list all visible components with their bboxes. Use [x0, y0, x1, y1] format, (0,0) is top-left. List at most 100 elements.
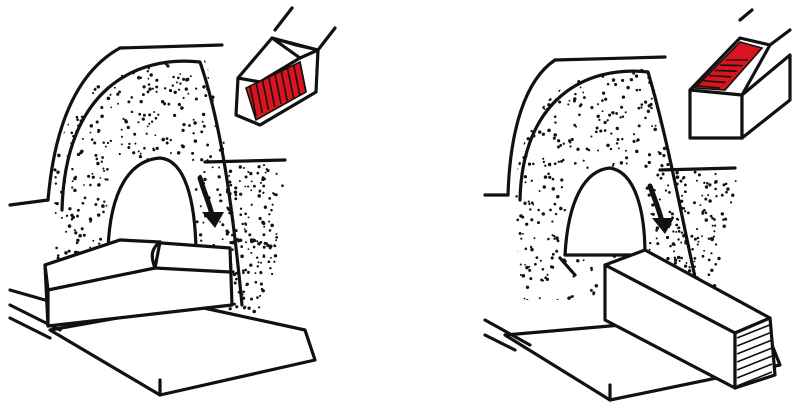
wheel-grain [571, 138, 574, 141]
wheel-grain [532, 110, 535, 113]
wheel-grain [686, 145, 689, 148]
wheel-grain [248, 216, 250, 218]
wheel-grain [56, 170, 59, 173]
wheel-grain [590, 289, 593, 292]
wheel-grain [59, 110, 62, 113]
wheel-grain [244, 212, 247, 215]
wheel-grain [656, 242, 659, 245]
wheel-grain [235, 157, 238, 160]
wheel-grain [672, 142, 674, 144]
wheel-grain [569, 145, 571, 147]
wheel-grain [552, 234, 554, 236]
wheel-grain [214, 125, 216, 127]
wheel-grain [694, 261, 696, 263]
wheel-grain [671, 114, 674, 117]
wheel-grain [75, 131, 77, 133]
wheel-grain [686, 151, 690, 155]
wheel-grain [165, 63, 168, 66]
wheel-grain [84, 197, 87, 200]
wheel-grain [89, 132, 91, 134]
wheel-grain [200, 205, 202, 207]
wheel-grain [109, 94, 111, 96]
wheel-grain [231, 116, 234, 119]
wheel-grain [96, 120, 99, 123]
wheel-grain [223, 142, 225, 144]
wheel-grain [164, 87, 166, 89]
wheel-grain [230, 207, 232, 209]
wheel-grain [686, 200, 689, 203]
wheel-grain [680, 200, 683, 203]
wheel-grain [547, 238, 550, 241]
wheel-grain [107, 97, 111, 101]
wheel-grain [573, 124, 576, 127]
wheel-grain [560, 178, 563, 181]
wheel-grain [55, 182, 57, 184]
wheel-grain [630, 78, 633, 81]
wheel-grain [240, 254, 244, 258]
wheel-grain [157, 114, 159, 116]
wheel-grain [668, 104, 670, 106]
wheel-grain [673, 121, 675, 123]
wheel-grain [263, 246, 266, 249]
wheel-grain [97, 85, 100, 88]
wheel-grain [647, 77, 649, 79]
wheel-grain [142, 93, 145, 96]
wheel-grain [140, 100, 143, 103]
wheel-grain [697, 244, 699, 246]
wheel-grain [221, 223, 224, 226]
wheel-grain [532, 134, 535, 137]
wheel-grain [230, 184, 233, 187]
wheel-grain [273, 261, 275, 263]
wheel-grain [203, 178, 206, 181]
wheel-grain [78, 234, 82, 238]
wheel-grain [637, 138, 640, 141]
wheel-grain [612, 164, 614, 166]
wheel-grain [730, 201, 732, 203]
wheel-grain [274, 254, 277, 257]
wheel-grain [229, 241, 232, 244]
wheel-grain [542, 62, 545, 65]
wheel-grain [196, 220, 199, 223]
wheel-grain [574, 162, 577, 165]
wheel-grain [696, 180, 698, 182]
wheel-grain [518, 62, 521, 65]
wheel-grain [547, 129, 551, 133]
wheel-grain [722, 224, 725, 227]
wheel-grain [249, 172, 252, 175]
wheel-grain [80, 119, 83, 122]
wheel-grain [231, 234, 234, 237]
wheel-grain [544, 175, 547, 178]
wheel-grain [676, 171, 679, 174]
wheel-grain [715, 173, 717, 175]
wheel-grain [606, 144, 609, 147]
wheel-grain [553, 133, 557, 137]
wheel-grain [576, 61, 579, 64]
wheel-grain [132, 151, 135, 154]
wheel-grain [271, 273, 273, 275]
wheel-grain [638, 124, 641, 127]
wheel-grain [681, 103, 685, 107]
wheel-grain [269, 229, 272, 232]
wheel-grain [117, 103, 119, 105]
wheel-grain [57, 87, 59, 89]
wheel-grain [70, 214, 73, 217]
wheel-grain [678, 230, 681, 233]
wheel-grain [696, 213, 698, 215]
wheel-grain [143, 147, 146, 150]
wheel-grain [237, 226, 240, 229]
wheel-grain [195, 87, 197, 89]
wheel-grain [199, 233, 202, 236]
wheel-grain [666, 257, 669, 260]
wheel-grain [215, 62, 217, 64]
wheel-grain [698, 241, 700, 243]
wheel-grain [257, 242, 261, 246]
wheel-grain [262, 192, 264, 194]
wheel-grain [133, 133, 136, 136]
wheel-grain [684, 183, 687, 186]
wheel-grain [266, 168, 268, 170]
wheel-grain [80, 96, 82, 98]
wheel-grain [676, 85, 680, 89]
wheel-grain [61, 217, 63, 219]
wheel-grain [142, 85, 145, 88]
wheel-grain [515, 167, 518, 170]
